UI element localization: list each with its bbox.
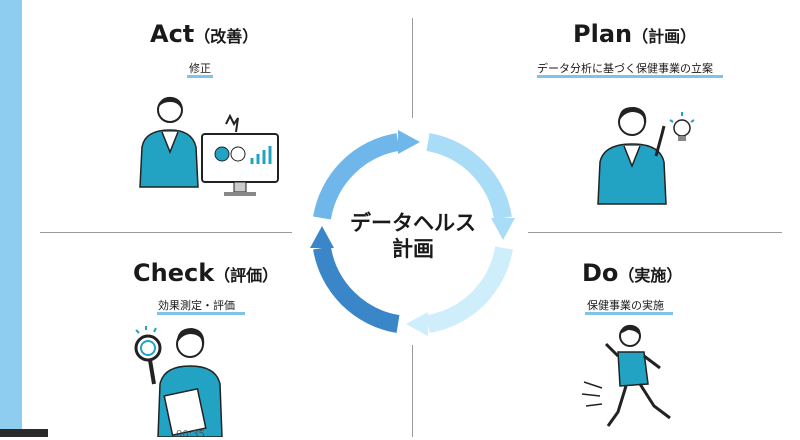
plan-title-text: Plan [573,20,633,48]
act-title: Act（改善） [150,20,258,48]
check-title-paren: （評価） [214,266,279,285]
video-control-strip[interactable] [0,429,48,437]
check-illustration [134,326,223,437]
act-hand [225,113,239,133]
lightbulb-icon [669,112,695,141]
do-illustration [581,324,671,427]
do-motion-lines [581,381,603,407]
center-label: データヘルス 計画 [338,210,488,262]
do-person-legs [606,383,671,427]
do-person-arms [604,342,661,370]
act-person-hair [158,96,183,112]
plan-person-arm [654,125,666,157]
plan-title: Plan（計画） [573,20,696,48]
do-title: Do（実施） [582,259,682,287]
act-title-paren: （改善） [194,27,259,46]
pdca-cycle-diagram [310,130,515,336]
do-title-paren: （実施） [618,266,683,285]
plan-subtitle: データ分析に基づく保健事業の立案 [537,62,713,75]
act-illustration [139,96,279,196]
cycle-arrow-head-right [491,218,515,240]
act-monitor-stand [233,181,247,193]
horizontal-divider-right [528,232,782,233]
act-person-collar [161,131,179,155]
act-monitor-base [224,192,256,196]
cycle-arrow-head-top [398,130,420,154]
check-title-text: Check [133,259,215,287]
vertical-divider-bottom [412,345,413,437]
center-label-line2: 計画 [392,237,434,261]
cycle-arc-top-left [313,133,400,220]
cycle-arc-bottom-left [313,246,400,333]
check-subtitle-underline [157,312,245,315]
check-person-hair [176,328,205,346]
check-clipboard [163,388,207,436]
vertical-divider-top [412,18,413,118]
cycle-arc-top-right [426,133,512,220]
check-subtitle: 効果測定・評価 [158,299,235,312]
act-monitor-bars [250,146,272,164]
plan-title-paren: （計画） [632,27,697,46]
act-person-body [139,129,199,188]
horizontal-divider-left [40,232,292,233]
act-monitor-pie-1 [214,146,230,162]
magnifier-icon [134,326,162,385]
plan-person-collar [623,145,641,169]
plan-illustration [597,106,695,205]
center-label-line1: データヘルス [350,211,476,235]
cycle-arrow-head-bottom [406,312,428,336]
cycle-arc-bottom-right [426,246,513,333]
act-subtitle-underline [187,75,213,78]
video-timestamp: 00:35 [176,429,205,440]
do-person-hair [620,324,641,336]
act-monitor-pie-2 [230,146,246,162]
do-subtitle: 保健事業の実施 [587,299,664,312]
cycle-arrow-head-left [310,226,334,248]
do-subtitle-underline [585,312,673,315]
plan-person-hair [618,106,647,124]
act-subtitle: 修正 [189,62,211,75]
do-title-text: Do [582,259,619,287]
plan-subtitle-underline [537,75,723,78]
plan-person-body [597,143,667,205]
do-person-body [617,351,649,387]
left-accent-bar [0,0,22,437]
act-title-text: Act [150,20,195,48]
check-title: Check（評価） [133,259,278,287]
